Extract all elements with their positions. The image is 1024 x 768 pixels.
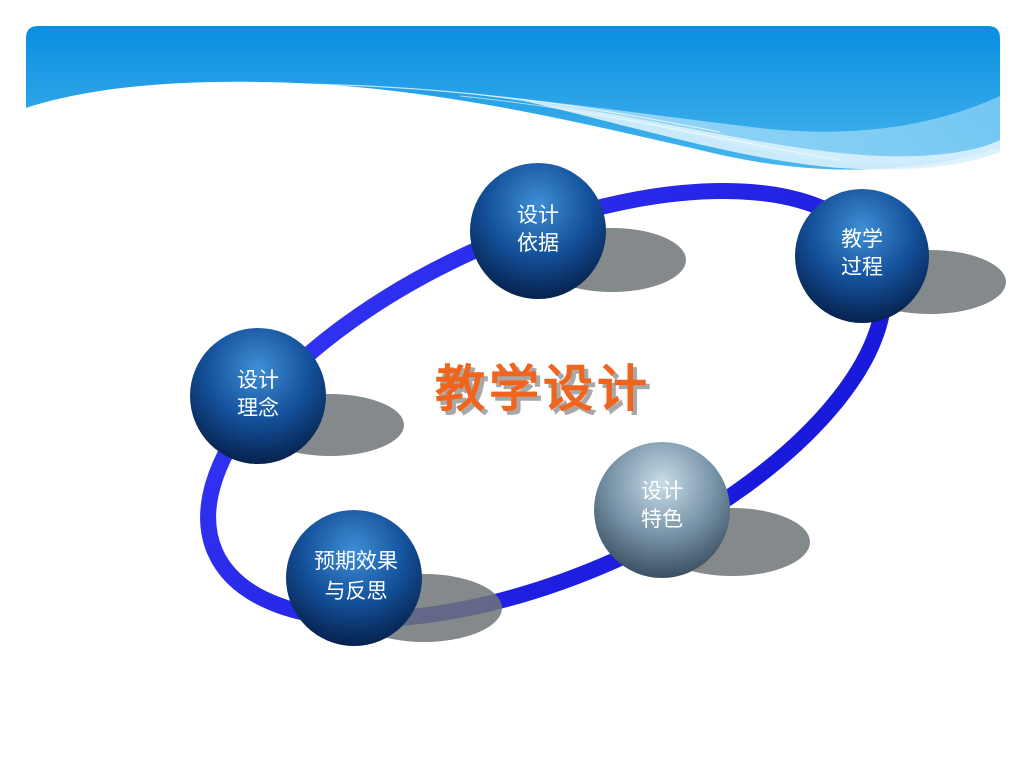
node-design-concept[interactable]: 设计 理念 bbox=[190, 328, 404, 464]
node-sphere bbox=[286, 510, 422, 646]
node-label-line2: 与反思 bbox=[325, 579, 388, 603]
node-design-basis[interactable]: 设计 依据 bbox=[470, 163, 686, 299]
node-label-line1: 设计 bbox=[641, 479, 683, 503]
node-design-features[interactable]: 设计 特色 bbox=[594, 442, 810, 578]
node-label-line1: 设计 bbox=[517, 203, 559, 227]
center-title: 教学设计 bbox=[435, 359, 651, 418]
node-label-line2: 过程 bbox=[841, 255, 883, 279]
node-sphere bbox=[795, 189, 929, 323]
node-sphere bbox=[190, 328, 326, 464]
header-wave-banner bbox=[26, 26, 1000, 170]
node-sphere bbox=[470, 163, 606, 299]
node-label-line1: 教学 bbox=[841, 227, 883, 251]
node-expected-effect[interactable]: 预期效果 与反思 bbox=[286, 510, 502, 646]
node-label-line2: 特色 bbox=[641, 507, 683, 531]
node-label-line2: 依据 bbox=[517, 231, 559, 255]
node-label-line2: 理念 bbox=[237, 396, 279, 420]
node-sphere bbox=[594, 442, 730, 578]
center-title-group: 教学设计 教学设计 bbox=[435, 359, 655, 422]
node-teaching-process[interactable]: 教学 过程 bbox=[795, 189, 1006, 323]
node-label-line1: 设计 bbox=[237, 368, 279, 392]
node-label-line1: 预期效果 bbox=[314, 549, 398, 573]
center-title-shadow: 教学设计 bbox=[439, 363, 655, 422]
